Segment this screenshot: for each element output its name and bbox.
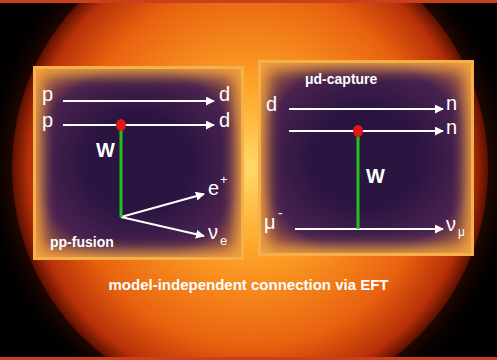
particle-label: p [42, 110, 53, 130]
particle-label: e [220, 234, 227, 247]
fermion-line [121, 217, 204, 236]
particle-label: d [219, 84, 230, 104]
reaction-panel: μd-capture [258, 60, 474, 256]
panel-title: μd-capture [305, 72, 377, 86]
w-boson-line [357, 131, 360, 229]
particle-label: e [208, 178, 219, 198]
particle-label: μ [458, 226, 465, 238]
caption: model-independent connection via EFT [108, 277, 388, 292]
particle-label: ν [446, 214, 456, 234]
fermion-line [63, 124, 214, 126]
vertex-dot [116, 119, 126, 131]
panel-title: pp-fusion [50, 235, 114, 249]
particle-label: W [366, 166, 385, 186]
particle-label: d [266, 94, 277, 114]
particle-label: ν [208, 222, 218, 242]
fermion-line [121, 194, 204, 217]
fermion-line [289, 130, 443, 132]
particle-label: W [96, 140, 115, 160]
particle-label: μ [264, 212, 276, 232]
particle-label: - [278, 206, 283, 220]
fermion-line [289, 108, 443, 110]
vertex-dot [353, 125, 363, 137]
particle-label: + [220, 173, 228, 186]
feynman-diagram [261, 63, 471, 253]
particle-label: d [219, 110, 230, 130]
particle-label: p [42, 84, 53, 104]
particle-label: n [446, 93, 457, 113]
w-boson-line [120, 125, 123, 217]
fermion-line [295, 228, 443, 230]
particle-label: n [446, 117, 457, 137]
fermion-line [63, 100, 214, 102]
